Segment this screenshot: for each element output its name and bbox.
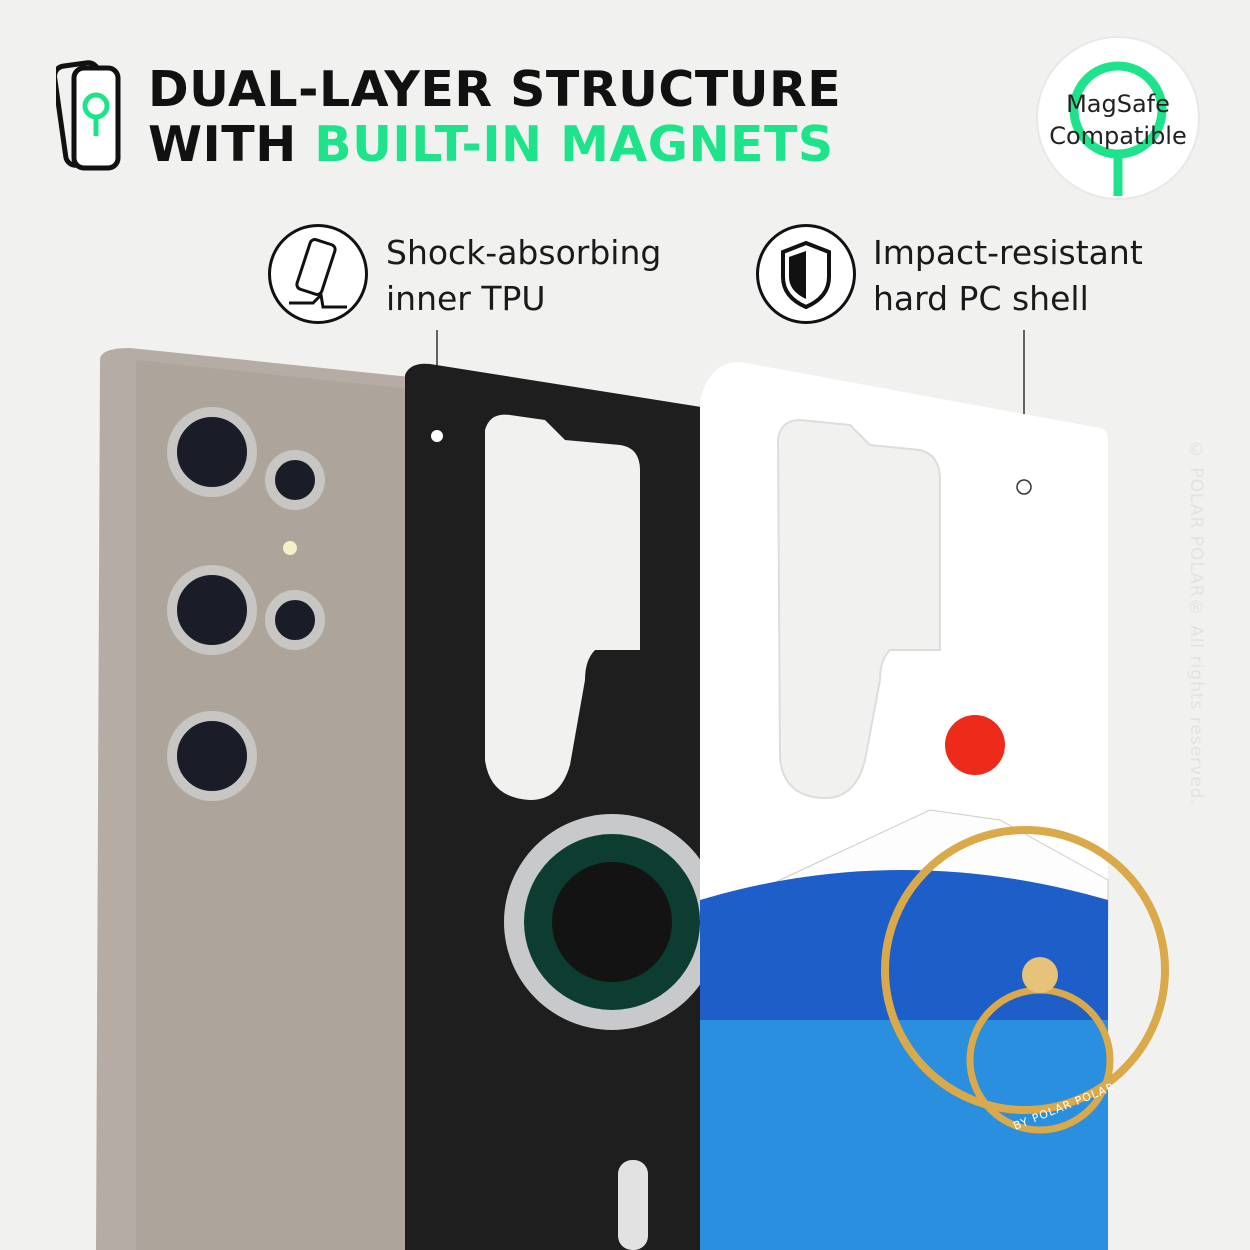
ring-holder-outer: [881, 826, 1169, 1114]
feature-tpu-line2: inner TPU: [386, 279, 546, 318]
mountain: [700, 870, 1108, 1020]
watermark: © POLAR POLAR® All rights reserved.: [1186, 440, 1206, 806]
headline-prefix: WITH: [148, 116, 315, 173]
phone-body: [96, 348, 420, 1250]
feature-pc-line1: Impact-resistant: [873, 233, 1143, 272]
headline-line2: WITH BUILT-IN MAGNETS: [148, 117, 841, 172]
sea: [700, 1020, 1108, 1250]
tpu-inner-case: [405, 363, 730, 1250]
product-illustration: [96, 330, 1169, 1250]
camera-lenses: [167, 407, 325, 801]
feature-pc: Impact-resistant hard PC shell: [873, 230, 1143, 322]
shield-icon: [756, 224, 856, 324]
headline: DUAL-LAYER STRUCTURE WITH BUILT-IN MAGNE…: [148, 62, 841, 172]
badge-line2: Compatible: [1049, 122, 1187, 150]
feature-tpu-line1: Shock-absorbing: [386, 233, 662, 272]
badge-line1: MagSafe: [1066, 90, 1170, 118]
headline-line1: DUAL-LAYER STRUCTURE: [148, 61, 842, 118]
feature-tpu: Shock-absorbing inner TPU: [386, 230, 661, 322]
pc-outer-shell: [699, 362, 1169, 1250]
sun: [945, 715, 1005, 775]
headline-accent: BUILT-IN MAGNETS: [314, 116, 834, 173]
flash: [283, 541, 297, 555]
magsafe-badge: [1038, 38, 1198, 198]
magnetic-case-icon: [56, 60, 121, 171]
magsafe-badge-text: MagSafe Compatible: [1038, 88, 1198, 152]
phone-drop-icon: [268, 224, 368, 324]
feature-pc-line2: hard PC shell: [873, 279, 1089, 318]
magsafe-ring-icon: [1069, 61, 1167, 196]
